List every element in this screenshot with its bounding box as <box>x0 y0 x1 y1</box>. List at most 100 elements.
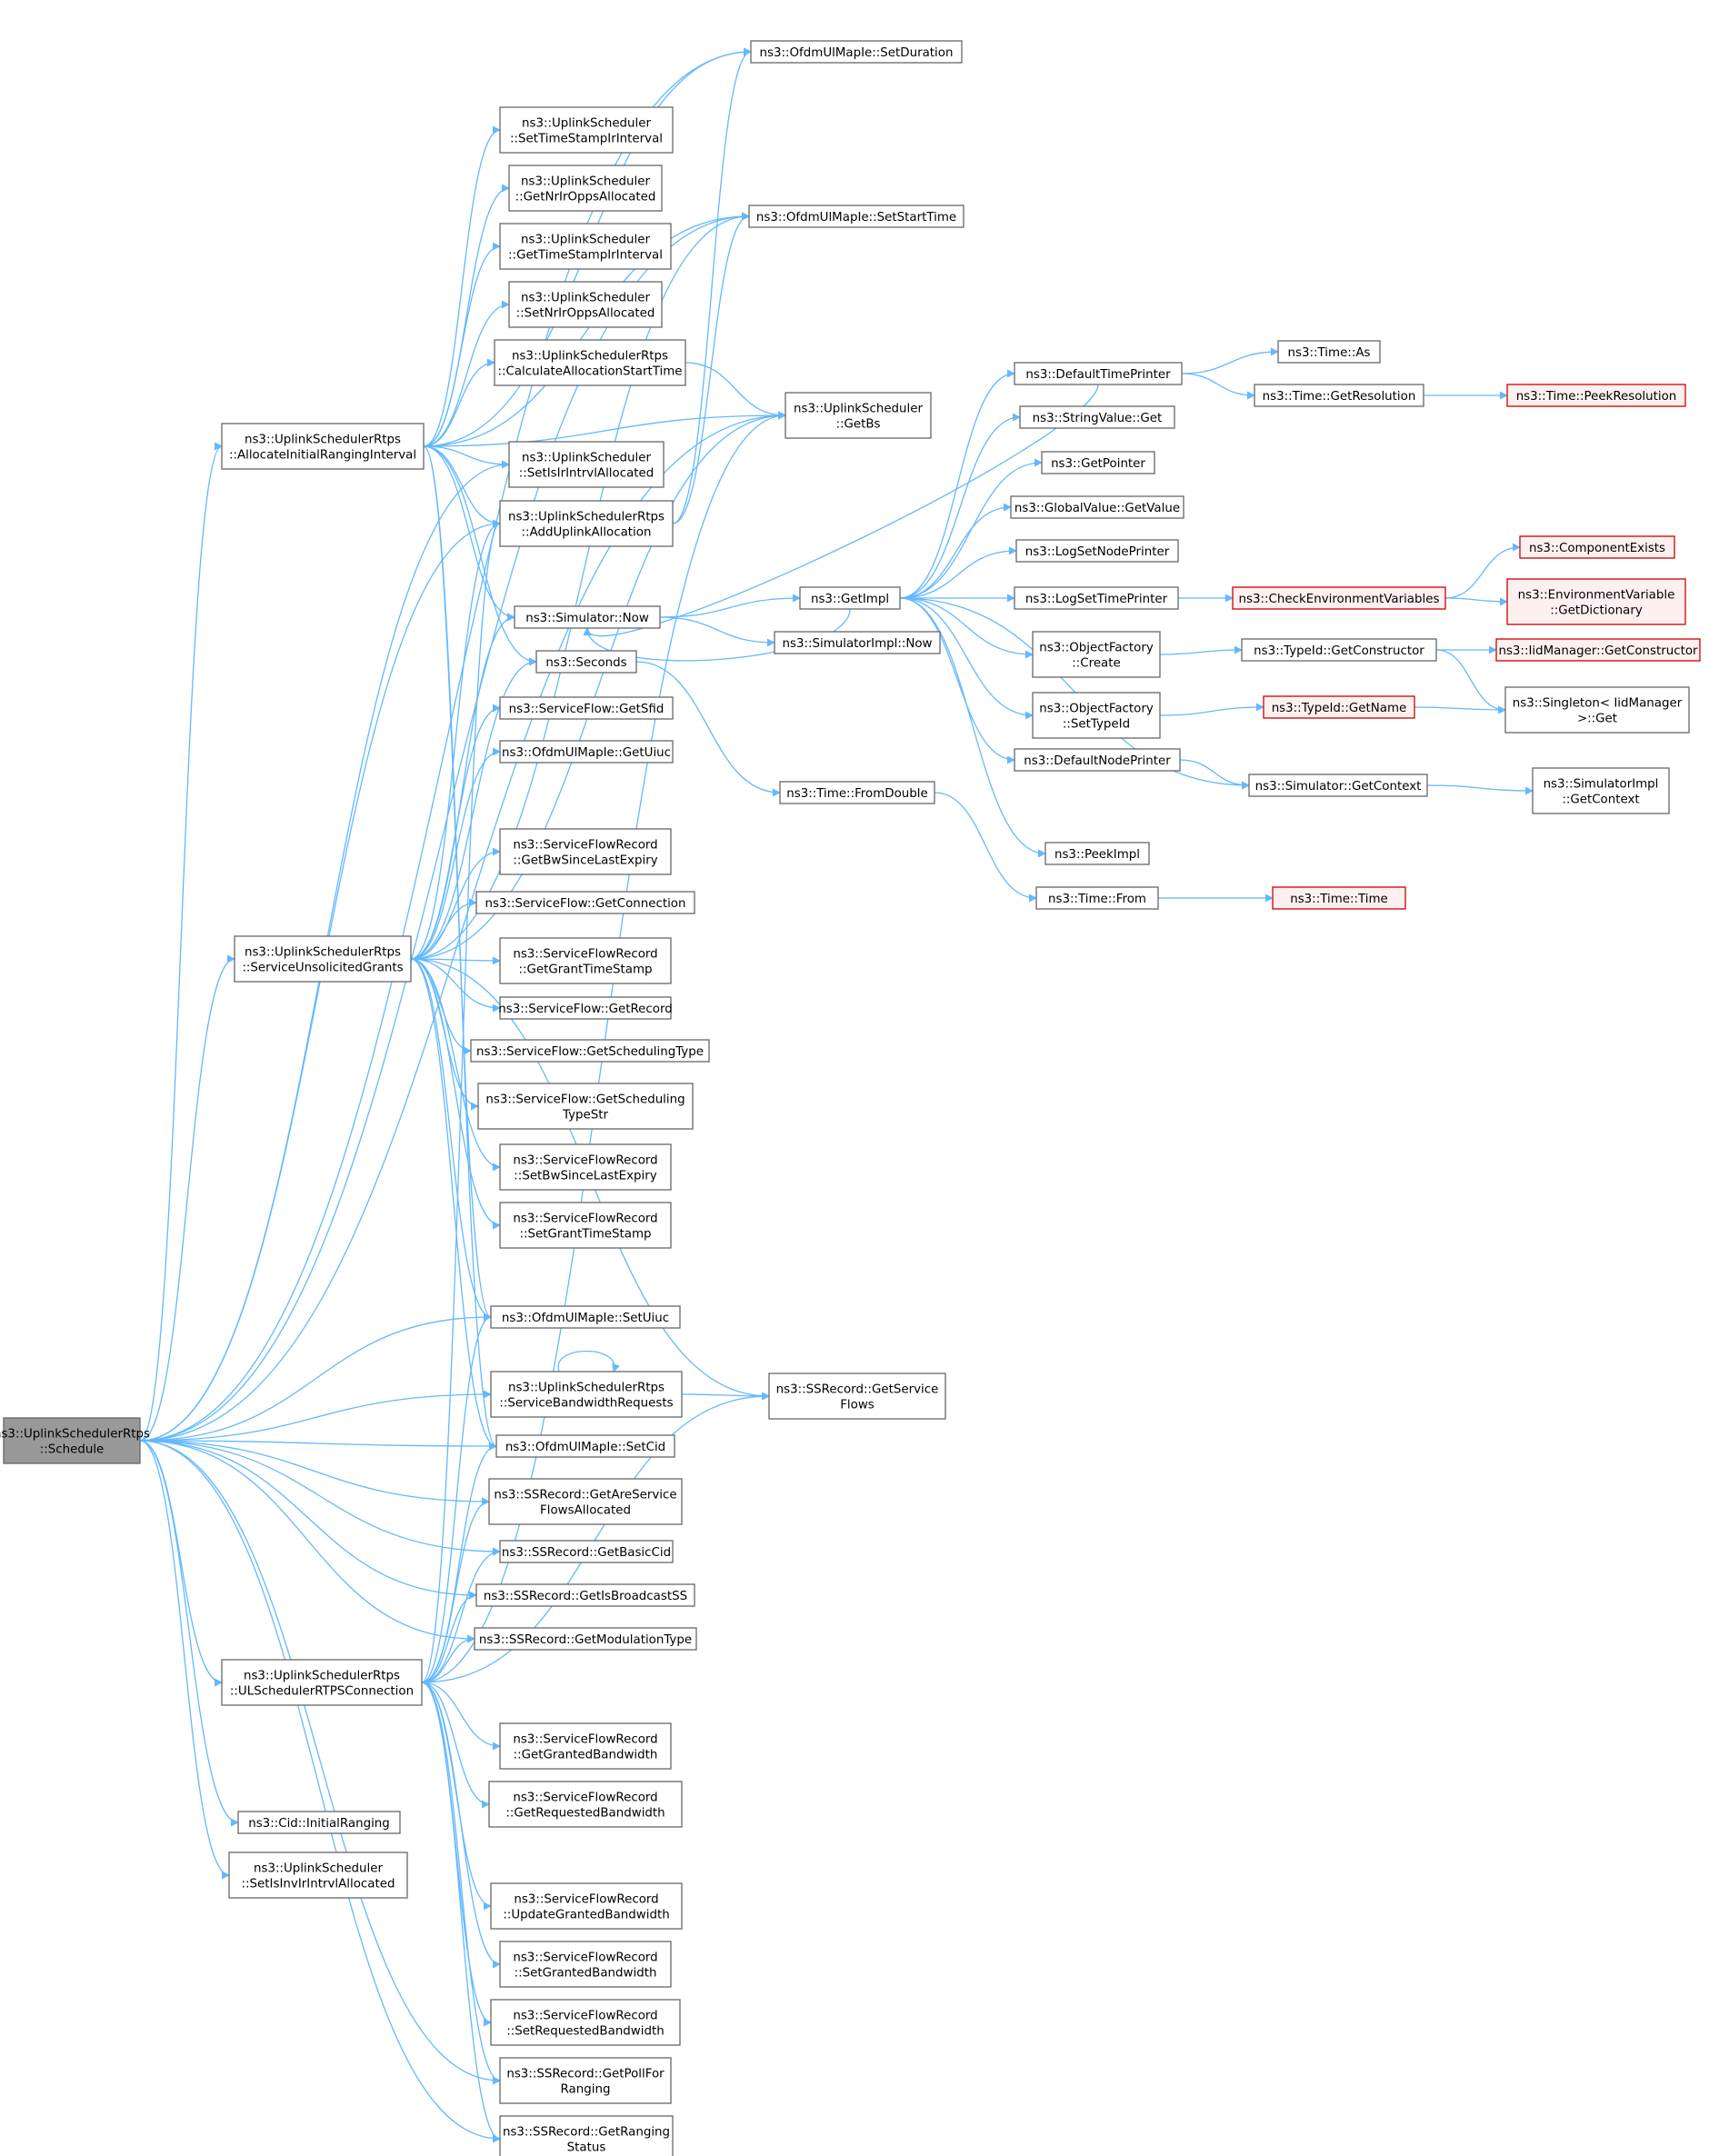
node-setuiuc[interactable]: ns3::OfdmUlMapIe::SetUiuc <box>490 1305 681 1329</box>
node-box <box>1032 631 1161 678</box>
node-getimpl[interactable]: ns3::GetImpl <box>799 586 901 610</box>
node-getconn[interactable]: ns3::ServiceFlow::GetConnection <box>475 891 695 914</box>
node-box <box>1035 886 1159 910</box>
edge-schedule-to-getbasiccid <box>139 1440 501 1556</box>
node-seconds[interactable]: ns3::Seconds <box>535 650 637 674</box>
node-peekimpl[interactable]: ns3::PeekImpl <box>1044 842 1150 865</box>
node-fromdouble[interactable]: ns3::Time::FromDouble <box>779 781 935 804</box>
node-setgrantts[interactable]: ns3::ServiceFlowRecord::SetGrantTimeStam… <box>499 1202 672 1249</box>
node-getmodtype[interactable]: ns3::SSRecord::GetModulationType <box>474 1627 697 1651</box>
node-timefrom[interactable]: ns3::Time::From <box>1035 886 1159 910</box>
node-updgrantedbw[interactable]: ns3::ServiceFlowRecord::UpdateGrantedBan… <box>490 1882 683 1930</box>
node-checkenv[interactable]: ns3::CheckEnvironmentVariables <box>1232 586 1446 610</box>
node-label: ns3::ObjectFactory <box>1039 642 1154 655</box>
node-schedule[interactable]: ns3::UplinkSchedulerRtps::Schedule <box>0 1417 150 1464</box>
node-cidinit[interactable]: ns3::Cid::InitialRanging <box>237 1811 401 1834</box>
node-typegetname[interactable]: ns3::TypeId::GetName <box>1263 695 1415 719</box>
node-getgrantedbw[interactable]: ns3::ServiceFlowRecord::GetGrantedBandwi… <box>499 1722 672 1770</box>
node-label: ns3::SSRecord::GetModulationType <box>479 1633 692 1647</box>
node-box <box>1041 451 1155 474</box>
node-envgetdict[interactable]: ns3::EnvironmentVariable::GetDictionary <box>1506 578 1686 625</box>
node-box <box>490 1305 681 1329</box>
node-simimplgetcontext[interactable]: ns3::SimulatorImpl::GetContext <box>1532 767 1670 814</box>
node-getbs[interactable]: ns3::UplinkScheduler::GetBs <box>785 392 932 439</box>
node-box <box>490 1882 683 1930</box>
node-label: ::AllocateInitialRangingInterval <box>229 449 416 463</box>
node-setnrir[interactable]: ns3::UplinkScheduler::SetNrIrOppsAllocat… <box>508 281 663 328</box>
node-setisir[interactable]: ns3::UplinkScheduler::SetIsIrIntrvlAlloc… <box>508 441 665 488</box>
node-simnow[interactable]: ns3::Simulator::Now <box>514 605 661 629</box>
node-gettimestamp[interactable]: ns3::UplinkScheduler::GetTimeStampIrInte… <box>499 223 672 270</box>
node-box <box>508 165 663 212</box>
node-defnodeprinter[interactable]: ns3::DefaultNodePrinter <box>1014 748 1181 772</box>
node-getgrantts[interactable]: ns3::ServiceFlowRecord::GetGrantTimeStam… <box>499 937 672 984</box>
node-ulrtps[interactable]: ns3::UplinkSchedulerRtps::ULSchedulerRTP… <box>221 1659 423 1706</box>
node-getuiuc[interactable]: ns3::OfdmUlMapIe::GetUiuc <box>499 740 674 764</box>
edge-serviceunsol-to-getuiuc <box>410 747 501 960</box>
node-logsettime[interactable]: ns3::LogSetTimePrinter <box>1014 586 1179 610</box>
node-strvalget[interactable]: ns3::StringValue::Get <box>1019 405 1175 429</box>
node-label: ns3::Cid::InitialRanging <box>248 1817 390 1831</box>
edge-simgetcontext-to-simimplgetcontext <box>1426 784 1534 795</box>
edge-allocinit-to-setisir <box>423 445 510 469</box>
node-label: ::GetRequestedBandwidth <box>505 1807 665 1821</box>
node-getrecord[interactable]: ns3::ServiceFlow::GetRecord <box>498 996 673 1020</box>
node-box <box>499 1722 672 1770</box>
node-gvgetvalue[interactable]: ns3::GlobalValue::GetValue <box>1010 495 1184 519</box>
node-setreqbw[interactable]: ns3::ServiceFlowRecord::SetRequestedBand… <box>490 1999 681 2046</box>
edge-typegetctor-to-singletonget <box>1435 649 1506 714</box>
node-timetime[interactable]: ns3::Time::Time <box>1272 886 1406 910</box>
node-logsetnode[interactable]: ns3::LogSetNodePrinter <box>1015 539 1179 563</box>
node-getisbroadcast[interactable]: ns3::SSRecord::GetIsBroadcastSS <box>475 1583 695 1607</box>
node-setisinv[interactable]: ns3::UplinkScheduler::SetIsInvIrIntrvlAl… <box>228 1852 408 1899</box>
node-box <box>1232 586 1446 610</box>
node-settimestamp[interactable]: ns3::UplinkScheduler::SetTimeStampIrInte… <box>499 106 674 154</box>
node-ofcreate[interactable]: ns3::ObjectFactory::Create <box>1032 631 1161 678</box>
node-getnrir[interactable]: ns3::UplinkScheduler::GetNrIrOppsAllocat… <box>508 165 663 212</box>
node-setcid[interactable]: ns3::OfdmUlMapIe::SetCid <box>495 1434 675 1458</box>
node-iidgetctor[interactable]: ns3::IidManager::GetConstructor <box>1495 638 1701 662</box>
node-servicebw[interactable]: ns3::UplinkSchedulerRtps::ServiceBandwid… <box>490 1371 683 1418</box>
node-serviceunsol[interactable]: ns3::UplinkSchedulerRtps::ServiceUnsolic… <box>234 935 412 983</box>
node-ofsettypeid[interactable]: ns3::ObjectFactory::SetTypeId <box>1032 692 1161 739</box>
node-peekresolution[interactable]: ns3::Time::PeekResolution <box>1506 384 1686 407</box>
node-setstarttime[interactable]: ns3::OfdmUlMapIe::SetStartTime <box>748 205 964 228</box>
node-simimplnow[interactable]: ns3::SimulatorImpl::Now <box>774 631 941 654</box>
node-box <box>1277 340 1381 364</box>
node-allocinit[interactable]: ns3::UplinkSchedulerRtps::AllocateInitia… <box>221 423 425 470</box>
node-typegetctor[interactable]: ns3::TypeId::GetConstructor <box>1241 638 1437 662</box>
node-simgetcontext[interactable]: ns3::Simulator::GetContext <box>1248 774 1428 797</box>
node-getsfid[interactable]: ns3::ServiceFlow::GetSfid <box>499 696 674 720</box>
node-setduration[interactable]: ns3::OfdmUlMapIe::SetDuration <box>750 40 963 64</box>
node-getresolution[interactable]: ns3::Time::GetResolution <box>1254 384 1424 407</box>
node-box <box>508 441 665 488</box>
node-getaresf[interactable]: ns3::SSRecord::GetAreServiceFlowsAllocat… <box>488 1478 683 1525</box>
node-setbwsince[interactable]: ns3::ServiceFlowRecord::SetBwSinceLastEx… <box>499 1143 672 1191</box>
node-label: ::SetIsIrIntrvlAllocated <box>519 467 655 481</box>
node-box <box>1044 842 1150 865</box>
node-compexists[interactable]: ns3::ComponentExists <box>1519 535 1675 559</box>
node-getpointer[interactable]: ns3::GetPointer <box>1041 451 1155 474</box>
node-timeas[interactable]: ns3::Time::As <box>1277 340 1381 364</box>
node-singletonget[interactable]: ns3::Singleton< IidManager>::Get <box>1504 686 1690 734</box>
node-getbasiccid[interactable]: ns3::SSRecord::GetBasicCid <box>499 1540 674 1563</box>
node-label: ::GetDictionary <box>1550 604 1643 618</box>
node-getreqbw[interactable]: ns3::ServiceFlowRecord::GetRequestedBand… <box>488 1781 683 1828</box>
node-label: FlowsAllocated <box>540 1504 631 1518</box>
edge-ulrtps-to-adduplink <box>421 519 501 1683</box>
node-getschedtype[interactable]: ns3::ServiceFlow::GetSchedulingType <box>470 1039 710 1063</box>
node-deftimeprinter[interactable]: ns3::DefaultTimePrinter <box>1014 362 1183 385</box>
node-label: ns3::ServiceFlow::GetSfid <box>509 703 665 716</box>
node-getbwsince[interactable]: ns3::ServiceFlowRecord::GetBwSinceLastEx… <box>499 828 672 875</box>
edge-ulrtps-to-getranging <box>421 1682 501 2143</box>
node-box <box>475 891 695 914</box>
node-box <box>1532 767 1670 814</box>
node-adduplink[interactable]: ns3::UplinkSchedulerRtps::AddUplinkAlloc… <box>499 500 674 547</box>
node-box <box>1019 405 1175 429</box>
node-setgrantedbw[interactable]: ns3::ServiceFlowRecord::SetGrantedBandwi… <box>499 1941 672 1988</box>
node-calcstart[interactable]: ns3::UplinkSchedulerRtps::CalculateAlloc… <box>494 339 686 386</box>
